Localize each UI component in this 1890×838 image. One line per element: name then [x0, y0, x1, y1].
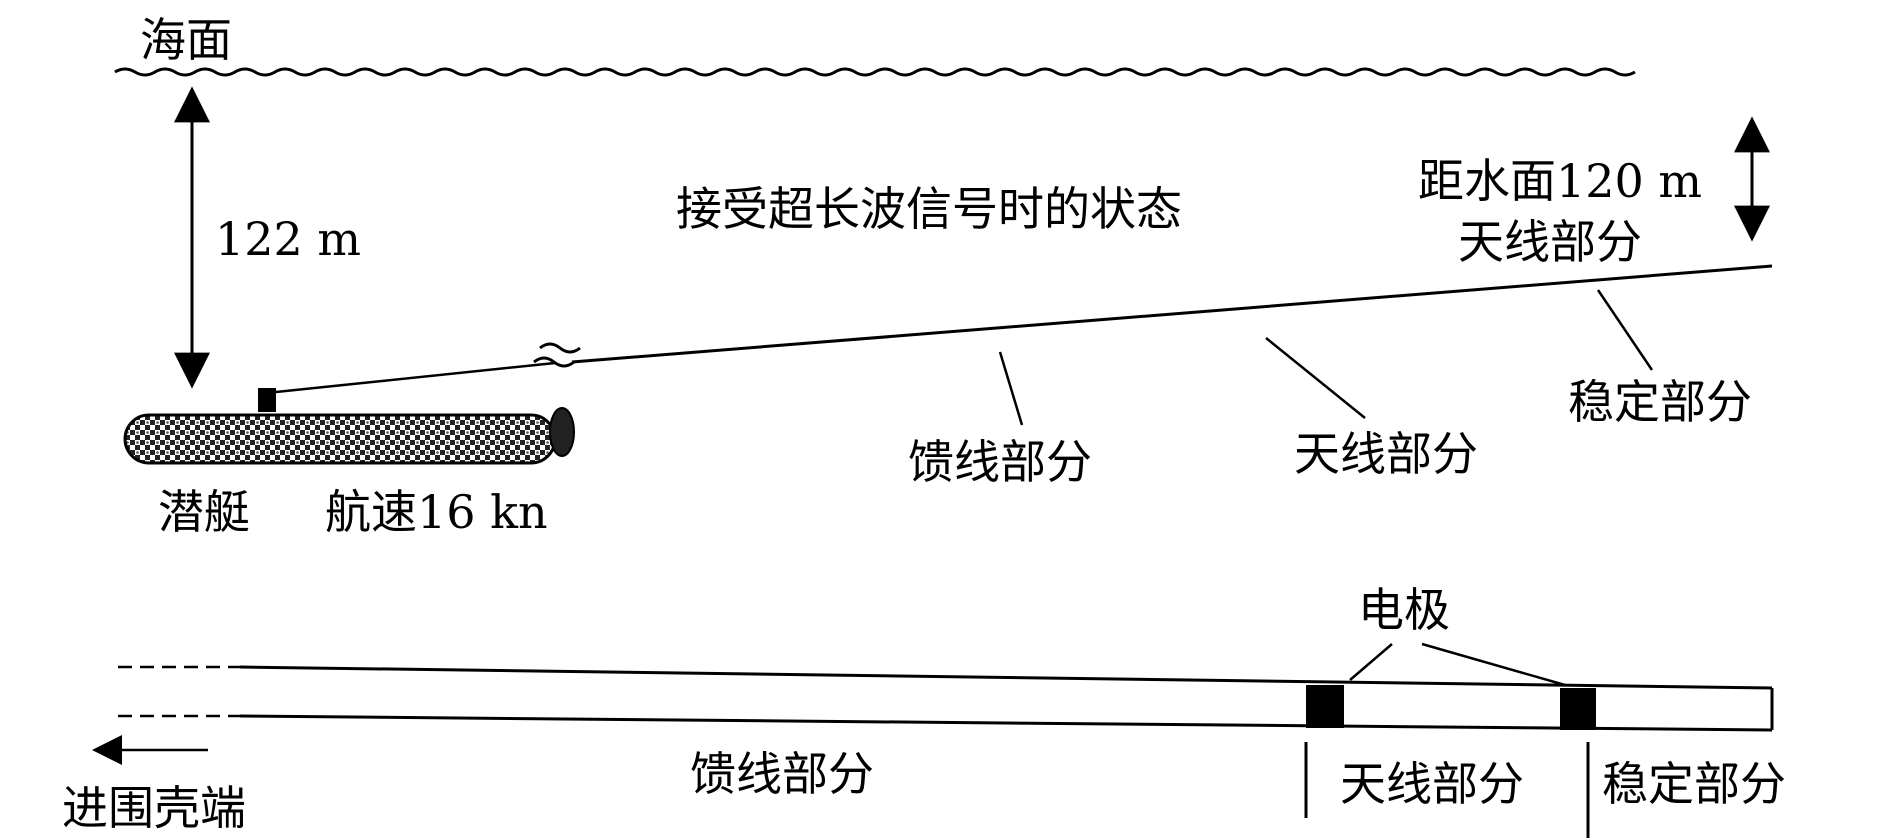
- submarine-propeller: [549, 407, 575, 457]
- electrode-leader-right: [1421, 642, 1566, 687]
- bottom-stabilizer-label: 稳定部分: [1602, 757, 1786, 811]
- feeder-cable-upper: [275, 361, 556, 394]
- speed-label: 航速16 kn: [325, 485, 548, 539]
- stabilizer-label: 稳定部分: [1568, 375, 1752, 429]
- feeder-leader: [998, 351, 1024, 426]
- depth-right-label: 距水面120 m: [1418, 154, 1702, 208]
- cable-bottom-edge: [239, 714, 1773, 732]
- depth-right-antenna-label: 天线部分: [1458, 215, 1642, 269]
- electrode-leader-left: [1349, 643, 1393, 681]
- hull-end-label: 进围壳端: [62, 781, 246, 835]
- depth-left-label: 122 m: [215, 212, 361, 266]
- bottom-feeder-label: 馈线部分: [690, 747, 874, 801]
- antenna-label: 天线部分: [1294, 427, 1478, 481]
- bottom-antenna-label: 天线部分: [1340, 757, 1524, 811]
- feeder-label: 馈线部分: [908, 435, 1092, 489]
- submarine-label: 潜艇: [158, 485, 250, 539]
- electrode-label: 电极: [1358, 583, 1450, 637]
- sea-surface-label: 海面: [140, 13, 232, 67]
- cable-top-edge: [239, 665, 1773, 690]
- submarine-hull: [123, 413, 557, 465]
- antenna-leader: [1265, 337, 1366, 419]
- stabilizer-leader: [1596, 289, 1654, 371]
- antenna-cable-upper: [571, 264, 1773, 364]
- electrode-right: [1560, 688, 1596, 730]
- submarine: [123, 388, 575, 465]
- electrode-left: [1306, 685, 1344, 728]
- sea-surface-line: [114, 67, 1636, 77]
- submarine-sail: [258, 388, 276, 412]
- state-title: 接受超长波信号时的状态: [676, 182, 1182, 236]
